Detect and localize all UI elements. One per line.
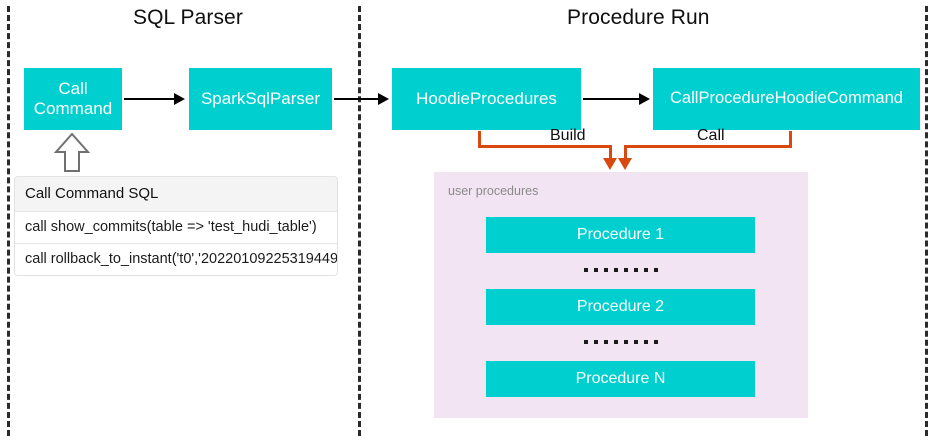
arrow-call-command-to-parser-line [124, 98, 176, 100]
call-connector-horizontal [624, 145, 792, 148]
ellipsis-dot [623, 340, 628, 344]
ellipsis-dot [613, 340, 618, 344]
ellipsis-dot [623, 268, 628, 272]
ellipsis-dot [643, 268, 648, 272]
divider-right [925, 6, 928, 436]
node-spark-sql-parser[interactable]: SparkSqlParser [189, 68, 332, 130]
node-call-command-line-1: Call [58, 78, 88, 98]
build-connector-drop [609, 145, 612, 160]
node-call-procedure-hoodie-command[interactable]: CallProcedureHoodieCommand [653, 68, 920, 130]
up-arrow-icon [53, 132, 91, 173]
user-procedures-panel: user procedures Procedure 1 Procedure 2 … [434, 172, 808, 418]
ellipsis-dot [583, 268, 588, 272]
ellipsis-dot [633, 340, 638, 344]
edge-label-build: Build [550, 127, 586, 144]
sql-table-header: Call Command SQL [15, 177, 337, 212]
ellipsis-dot [603, 340, 608, 344]
ellipsis-dot [583, 340, 588, 344]
ellipsis-dots [486, 332, 755, 352]
call-arrow-head [618, 158, 632, 170]
arrow-call-command-to-parser-head [174, 93, 185, 105]
node-call-command[interactable]: Call Command [24, 68, 122, 130]
ellipsis-dot [603, 268, 608, 272]
procedure-item[interactable]: Procedure 2 [486, 289, 755, 325]
build-connector-horizontal [478, 145, 612, 148]
divider-left [7, 6, 10, 436]
arrow-hoodieprocedures-to-command-head [639, 93, 650, 105]
ellipsis-dot [653, 268, 658, 272]
call-connector-drop [624, 145, 627, 160]
arrow-parser-to-hoodieprocedures-head [378, 93, 389, 105]
build-connector-vertical [478, 131, 481, 148]
ellipsis-dot [593, 340, 598, 344]
build-arrow-head [603, 158, 617, 170]
sql-table-row: call rollback_to_instant('t0','202201092… [15, 244, 337, 275]
section-title-procedure-run: Procedure Run [567, 6, 710, 29]
node-call-command-line-2: Command [33, 99, 113, 118]
call-command-sql-table: Call Command SQL call show_commits(table… [14, 176, 338, 276]
user-procedures-label: user procedures [448, 184, 539, 198]
procedure-item[interactable]: Procedure N [486, 361, 755, 397]
ellipsis-dot [593, 268, 598, 272]
ellipsis-dot [653, 340, 658, 344]
section-title-sql-parser: SQL Parser [133, 6, 243, 29]
divider-middle [358, 6, 361, 436]
node-hoodie-procedures[interactable]: HoodieProcedures [392, 68, 581, 130]
call-connector-vertical [789, 131, 792, 148]
ellipsis-dots [486, 260, 755, 280]
edge-label-call: Call [697, 127, 725, 144]
ellipsis-dot [613, 268, 618, 272]
ellipsis-dot [633, 268, 638, 272]
sql-table-row: call show_commits(table => 'test_hudi_ta… [15, 212, 337, 244]
ellipsis-dot [643, 340, 648, 344]
arrow-parser-to-hoodieprocedures-line [334, 98, 380, 100]
arrow-hoodieprocedures-to-command-line [583, 98, 641, 100]
procedure-item[interactable]: Procedure 1 [486, 217, 755, 253]
